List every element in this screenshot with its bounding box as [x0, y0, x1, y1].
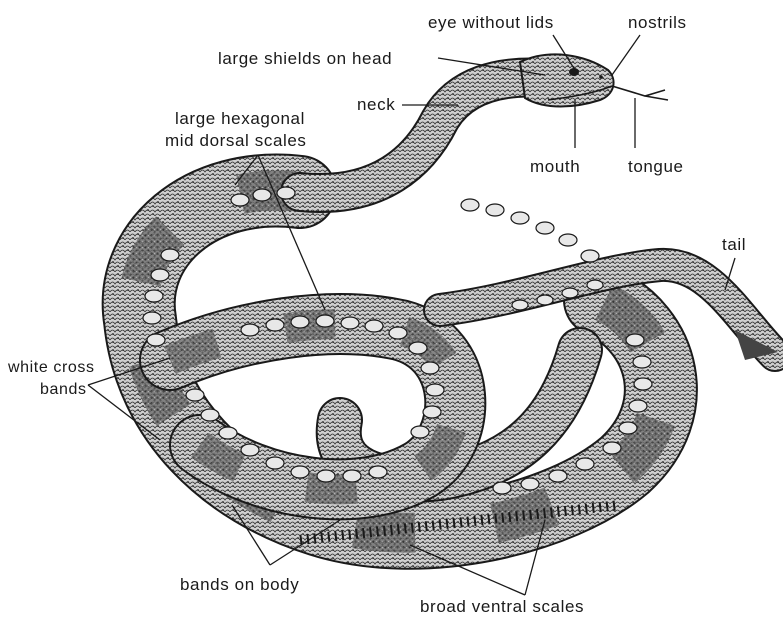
label-eye: eye without lids [428, 13, 554, 32]
label-mouth: mouth [530, 157, 580, 176]
label-white-cross-1: white cross [7, 359, 95, 376]
label-bands-on-body: bands on body [180, 575, 299, 594]
nostril-icon [599, 75, 603, 79]
label-neck: neck [357, 95, 395, 114]
label-tail: tail [722, 235, 746, 254]
label-hexagonal-2: mid dorsal scales [165, 131, 307, 150]
label-broad-ventral: broad ventral scales [420, 597, 584, 616]
label-hexagonal-1: large hexagonal [175, 109, 305, 128]
snake-head [520, 54, 614, 106]
label-shields: large shields on head [218, 49, 392, 68]
tongue-icon [612, 86, 668, 100]
label-tongue: tongue [628, 157, 684, 176]
label-white-cross-2: bands [40, 381, 87, 398]
label-nostrils: nostrils [628, 13, 687, 32]
